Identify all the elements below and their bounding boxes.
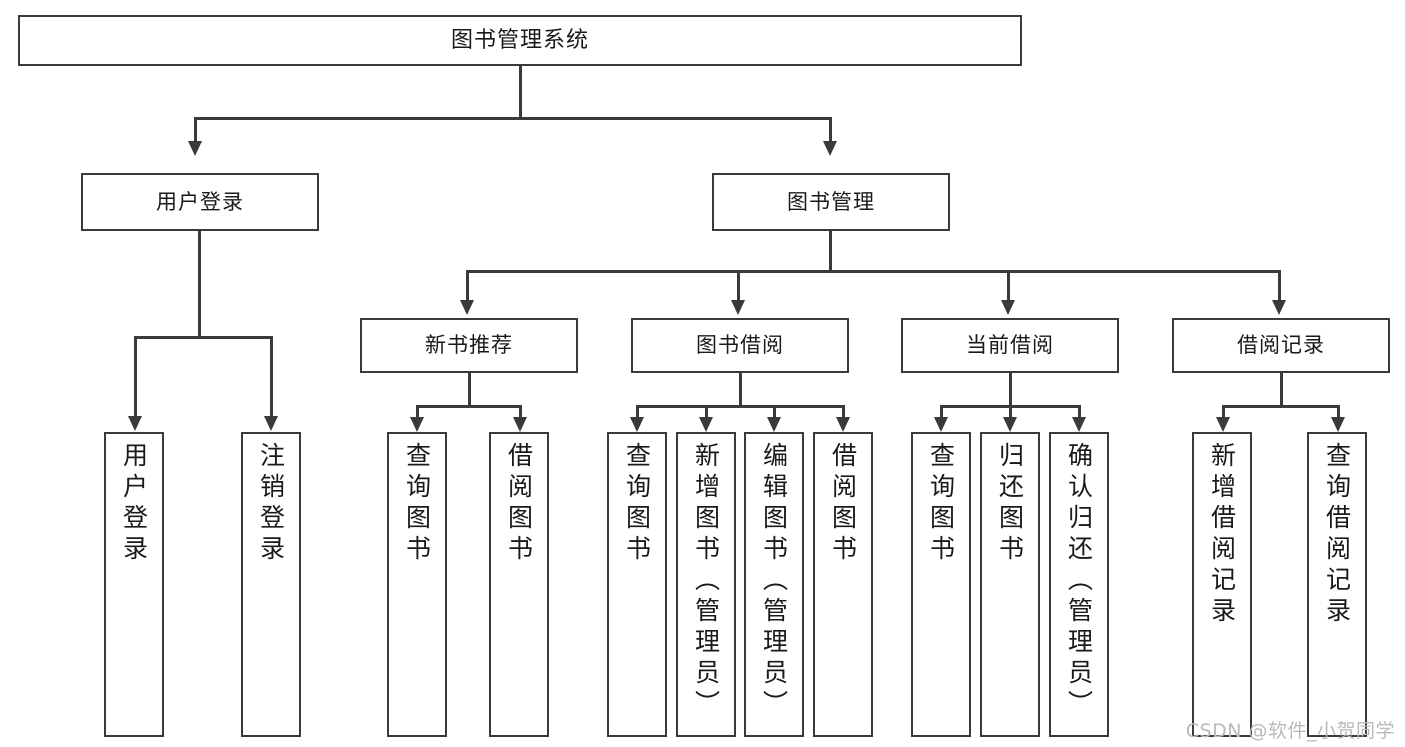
connector-book-borrow-leaf-1 bbox=[636, 405, 639, 419]
connector-book-borrow-leaf-3 bbox=[773, 405, 776, 419]
node-label: 用户登录 bbox=[119, 442, 149, 566]
arrowhead-book-borrow-leaf-3 bbox=[767, 417, 781, 432]
node-label: 查询图书 bbox=[402, 442, 432, 566]
connector-root-to-user-login bbox=[194, 117, 197, 143]
leaf-query-book-recommend[interactable]: 查询图书 bbox=[387, 432, 447, 737]
node-label: 借阅图书 bbox=[828, 442, 858, 566]
node-label: 借阅图书 bbox=[504, 442, 534, 566]
connector-user-login-bus bbox=[134, 336, 272, 339]
arrowhead-current-borrow-leaf-3 bbox=[1072, 417, 1086, 432]
arrowhead-new-book bbox=[460, 300, 474, 315]
leaf-add-book-admin[interactable]: 新增图书（管理员） bbox=[676, 432, 736, 737]
connector-current-borrow-stem bbox=[1009, 373, 1012, 407]
leaf-confirm-return-admin[interactable]: 确认归还（管理员） bbox=[1049, 432, 1109, 737]
connector-borrow-record-leaf-1 bbox=[1222, 405, 1225, 419]
arrowhead-borrow-record-leaf-2 bbox=[1331, 417, 1345, 432]
arrowhead-new-book-leaf-1 bbox=[410, 417, 424, 432]
arrowhead-borrow-record bbox=[1272, 300, 1286, 315]
connector-book-borrow-stem bbox=[739, 373, 742, 407]
connector-to-new-book bbox=[466, 270, 469, 302]
arrowhead-user-login bbox=[188, 141, 202, 156]
connector-root-stem bbox=[519, 66, 522, 118]
leaf-logout[interactable]: 注销登录 bbox=[241, 432, 301, 737]
node-current-borrow[interactable]: 当前借阅 bbox=[901, 318, 1119, 373]
arrowhead-book-borrow-leaf-4 bbox=[836, 417, 850, 432]
connector-new-book-stem bbox=[468, 373, 471, 407]
node-label: 确认归还（管理员） bbox=[1064, 442, 1094, 721]
connector-new-book-bus bbox=[416, 405, 521, 408]
arrowhead-book-borrow-leaf-2 bbox=[699, 417, 713, 432]
connector-to-book-borrow bbox=[737, 270, 740, 302]
node-label: 用户登录 bbox=[156, 189, 244, 214]
connector-book-manage-stem bbox=[829, 231, 832, 272]
leaf-query-book-current[interactable]: 查询图书 bbox=[911, 432, 971, 737]
connector-borrow-record-bus bbox=[1222, 405, 1339, 408]
node-label: 查询借阅记录 bbox=[1322, 442, 1352, 628]
connector-root-to-book-manage bbox=[829, 117, 832, 143]
leaf-user-login[interactable]: 用户登录 bbox=[104, 432, 164, 737]
connector-level3-bus bbox=[466, 270, 1280, 273]
node-label: 借阅记录 bbox=[1237, 333, 1325, 358]
node-label: 编辑图书（管理员） bbox=[759, 442, 789, 721]
leaf-return-book[interactable]: 归还图书 bbox=[980, 432, 1040, 737]
arrowhead-book-borrow bbox=[731, 300, 745, 315]
node-root-system[interactable]: 图书管理系统 bbox=[18, 15, 1022, 66]
connector-borrow-record-stem bbox=[1280, 373, 1283, 407]
leaf-query-book-borrow[interactable]: 查询图书 bbox=[607, 432, 667, 737]
leaf-borrow-book-recommend[interactable]: 借阅图书 bbox=[489, 432, 549, 737]
connector-current-borrow-leaf-3 bbox=[1078, 405, 1081, 419]
arrowhead-borrow-record-leaf-1 bbox=[1216, 417, 1230, 432]
node-book-management[interactable]: 图书管理 bbox=[712, 173, 950, 231]
connector-borrow-record-leaf-2 bbox=[1337, 405, 1340, 419]
leaf-edit-book-admin[interactable]: 编辑图书（管理员） bbox=[744, 432, 804, 737]
arrowhead-current-borrow-leaf-2 bbox=[1003, 417, 1017, 432]
node-user-login[interactable]: 用户登录 bbox=[81, 173, 319, 231]
node-label: 归还图书 bbox=[995, 442, 1025, 566]
arrowhead-leaf-user-login bbox=[128, 416, 142, 431]
node-label: 图书管理 bbox=[787, 189, 875, 214]
connector-book-borrow-leaf-4 bbox=[842, 405, 845, 419]
connector-book-borrow-leaf-2 bbox=[705, 405, 708, 419]
node-label: 新增图书（管理员） bbox=[691, 442, 721, 721]
node-label: 图书借阅 bbox=[696, 333, 784, 358]
node-borrow-record[interactable]: 借阅记录 bbox=[1172, 318, 1390, 373]
connector-to-borrow-record bbox=[1278, 270, 1281, 302]
connector-user-login-stem bbox=[198, 231, 201, 338]
arrowhead-book-manage bbox=[823, 141, 837, 156]
node-label: 新增借阅记录 bbox=[1207, 442, 1237, 628]
connector-root-bus bbox=[194, 117, 831, 120]
node-label: 查询图书 bbox=[622, 442, 652, 566]
node-book-borrow[interactable]: 图书借阅 bbox=[631, 318, 849, 373]
connector-to-current-borrow bbox=[1007, 270, 1010, 302]
connector-current-borrow-leaf-1 bbox=[940, 405, 943, 419]
connector-new-book-leaf-1 bbox=[416, 405, 419, 419]
connector-user-login-leaf-1 bbox=[134, 336, 137, 418]
leaf-borrow-book[interactable]: 借阅图书 bbox=[813, 432, 873, 737]
node-label: 注销登录 bbox=[256, 442, 286, 566]
connector-user-login-leaf-2 bbox=[270, 336, 273, 418]
arrowhead-current-borrow-leaf-1 bbox=[934, 417, 948, 432]
arrowhead-new-book-leaf-2 bbox=[513, 417, 527, 432]
connector-new-book-leaf-2 bbox=[519, 405, 522, 419]
node-label: 当前借阅 bbox=[966, 333, 1054, 358]
node-label: 图书管理系统 bbox=[450, 27, 589, 53]
node-label: 查询图书 bbox=[926, 442, 956, 566]
leaf-query-borrow-record[interactable]: 查询借阅记录 bbox=[1307, 432, 1367, 737]
node-label: 新书推荐 bbox=[425, 333, 513, 358]
arrowhead-book-borrow-leaf-1 bbox=[630, 417, 644, 432]
connector-book-borrow-bus bbox=[636, 405, 844, 408]
leaf-add-borrow-record[interactable]: 新增借阅记录 bbox=[1192, 432, 1252, 737]
arrowhead-leaf-logout bbox=[264, 416, 278, 431]
node-new-book-recommend[interactable]: 新书推荐 bbox=[360, 318, 578, 373]
connector-current-borrow-leaf-2 bbox=[1009, 405, 1012, 419]
arrowhead-current-borrow bbox=[1001, 300, 1015, 315]
